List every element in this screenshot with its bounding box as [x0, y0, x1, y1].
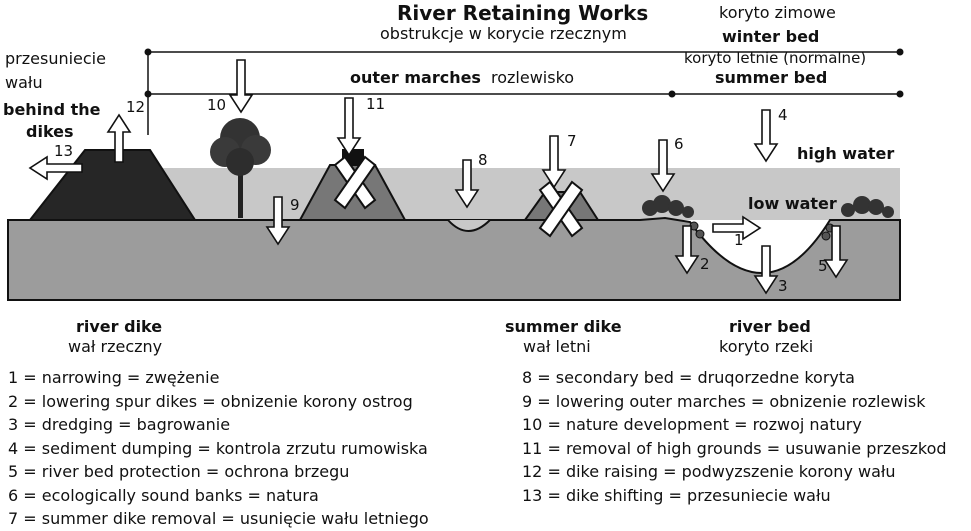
legend-item: 10 = nature development = rozwoj natury [522, 415, 862, 434]
arrow-down-11 [336, 97, 362, 157]
arrow-down-7 [541, 135, 567, 189]
arrow-right-1 [712, 215, 762, 241]
marker-3: 3 [778, 277, 788, 295]
marker-1: 1 [734, 231, 744, 249]
legend-right: 8 = secondary bed = druqorzedne koryta 9… [522, 366, 947, 507]
label-low-water: low water [748, 194, 837, 213]
line-node [144, 48, 152, 56]
marker-13: 13 [54, 142, 74, 160]
arrow-down-6 [650, 139, 676, 193]
marker-12: 12 [126, 98, 146, 116]
label-outer-marches: outer marches [350, 68, 481, 87]
legend-left: 1 = narrowing = zwężenie 2 = lowering sp… [8, 366, 429, 531]
legend-item: 8 = secondary bed = druqorzedne koryta [522, 368, 855, 387]
legend-item: 12 = dike raising = podwyzszenie korony … [522, 462, 896, 481]
label-walu: wału [5, 73, 43, 92]
marker-2: 2 [700, 255, 710, 273]
removal-cross-summer-dike [538, 180, 584, 238]
marker-11: 11 [366, 95, 386, 113]
line-node [144, 90, 152, 98]
label-rozlewisko: rozlewisko [491, 68, 575, 87]
legend-item: 3 = dredging = bagrowanie [8, 415, 231, 434]
label-wal-letni: wał letni [523, 337, 591, 356]
diagram-title: River Retaining Works [397, 1, 649, 25]
label-winter-bed: winter bed [722, 27, 820, 46]
label-koryto-letnie: koryto letnie (normalne) [684, 49, 867, 67]
legend-item: 1 = narrowing = zwężenie [8, 368, 220, 387]
label-dikes: dikes [26, 122, 74, 141]
label-river-dike: river dike [76, 317, 163, 336]
tree-icon [210, 118, 271, 218]
arrow-up-12 [106, 113, 132, 163]
label-wal-rzeczny: wał rzeczny [68, 337, 163, 356]
arrow-down-10 [228, 59, 254, 114]
marker-10: 10 [207, 96, 227, 114]
label-behind-the: behind the [3, 100, 101, 119]
legend-item: 7 = summer dike removal = usunięcie wału… [8, 509, 429, 528]
marker-8: 8 [478, 151, 488, 169]
marker-5: 5 [818, 257, 828, 275]
line-node [896, 90, 904, 98]
label-przesuniecie: przesuniecie [5, 49, 106, 68]
label-high-water: high water [797, 144, 895, 163]
arrow-left-13 [28, 155, 83, 181]
legend-item: 13 = dike shifting = przesuniecie wału [522, 485, 831, 505]
secondary-bed [447, 219, 491, 232]
marker-4: 4 [778, 106, 788, 124]
label-river-bed: river bed [729, 317, 811, 336]
marker-7: 7 [567, 132, 577, 150]
label-summer-dike: summer dike [505, 317, 622, 336]
label-koryto-zimowe: koryto zimowe [719, 3, 836, 22]
legend-item: 11 = removal of high grounds = usuwanie … [522, 438, 947, 458]
legend-item: 6 = ecologically sound banks = natura [8, 485, 319, 505]
line-node [896, 48, 904, 56]
marker-6: 6 [674, 135, 684, 153]
arrow-down-3 [753, 245, 779, 295]
river-dike-shape [27, 149, 197, 221]
arrow-down-2 [674, 225, 700, 275]
diagram-subtitle: obstrukcje w korycie rzecznym [380, 24, 627, 43]
riverbank-stones [689, 221, 835, 241]
arrow-down-5 [823, 225, 849, 279]
arrow-down-8 [454, 159, 480, 209]
legend-item: 5 = river bed protection = ochrona brzeg… [8, 462, 350, 481]
arrow-down-4 [753, 109, 779, 163]
arrow-down-9 [265, 196, 291, 246]
legend-item: 9 = lowering outer marches = obnizenie r… [522, 391, 926, 411]
bank-vegetation-left [642, 195, 694, 218]
legend-item: 4 = sediment dumping = kontrola zrzutu r… [8, 438, 428, 458]
label-summer-bed: summer bed [715, 68, 828, 87]
marker-9: 9 [290, 196, 300, 214]
legend-item: 2 = lowering spur dikes = obnizenie koro… [8, 391, 413, 411]
bank-vegetation-right [841, 196, 894, 218]
label-koryto-rzeki: koryto rzeki [719, 337, 814, 356]
line-node [668, 90, 676, 98]
